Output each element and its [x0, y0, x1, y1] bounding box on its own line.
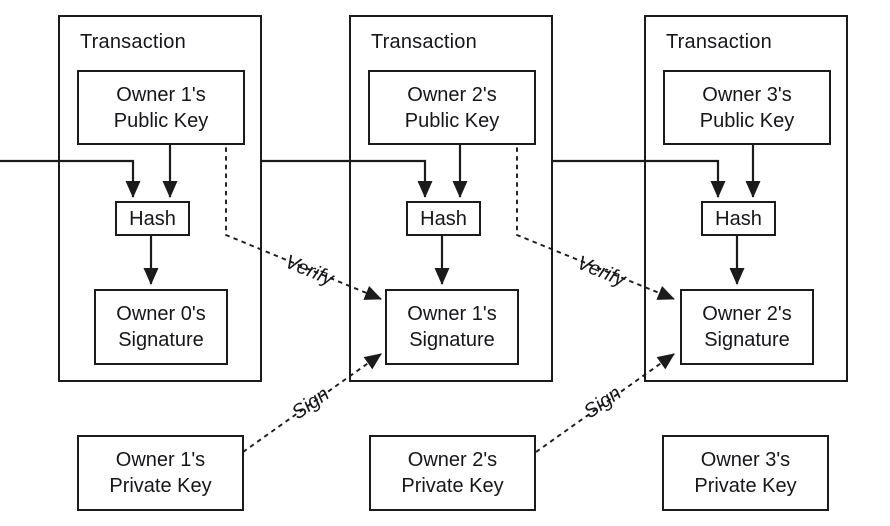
transaction-box-2: Transaction Owner 2's Public Key Hash Ow…: [349, 15, 553, 382]
public-key-box-2: Owner 2's Public Key: [368, 70, 536, 145]
public-key-box-1: Owner 1's Public Key: [77, 70, 245, 145]
signature-box-1: Owner 0's Signature: [94, 289, 228, 365]
transaction-box-3: Transaction Owner 3's Public Key Hash Ow…: [644, 15, 848, 382]
transaction-title-2: Transaction: [371, 31, 477, 53]
verify-label-1: Verify: [281, 250, 337, 291]
transaction-title-3: Transaction: [666, 31, 772, 53]
hash-box-3: Hash: [701, 201, 776, 236]
private-key-box-1: Owner 1's Private Key: [77, 435, 244, 511]
sign-label-2: Sign: [580, 382, 626, 424]
transaction-title-1: Transaction: [80, 31, 186, 53]
sign-label-1: Sign: [288, 383, 334, 425]
private-key-box-3: Owner 3's Private Key: [662, 435, 829, 511]
transaction-box-1: Transaction Owner 1's Public Key Hash Ow…: [58, 15, 262, 382]
hash-box-1: Hash: [115, 201, 190, 236]
private-key-box-2: Owner 2's Private Key: [369, 435, 536, 511]
public-key-box-3: Owner 3's Public Key: [663, 70, 831, 145]
hash-box-2: Hash: [406, 201, 481, 236]
signature-box-2: Owner 1's Signature: [385, 289, 519, 365]
verify-label-2: Verify: [573, 251, 629, 292]
signature-box-3: Owner 2's Signature: [680, 289, 814, 365]
